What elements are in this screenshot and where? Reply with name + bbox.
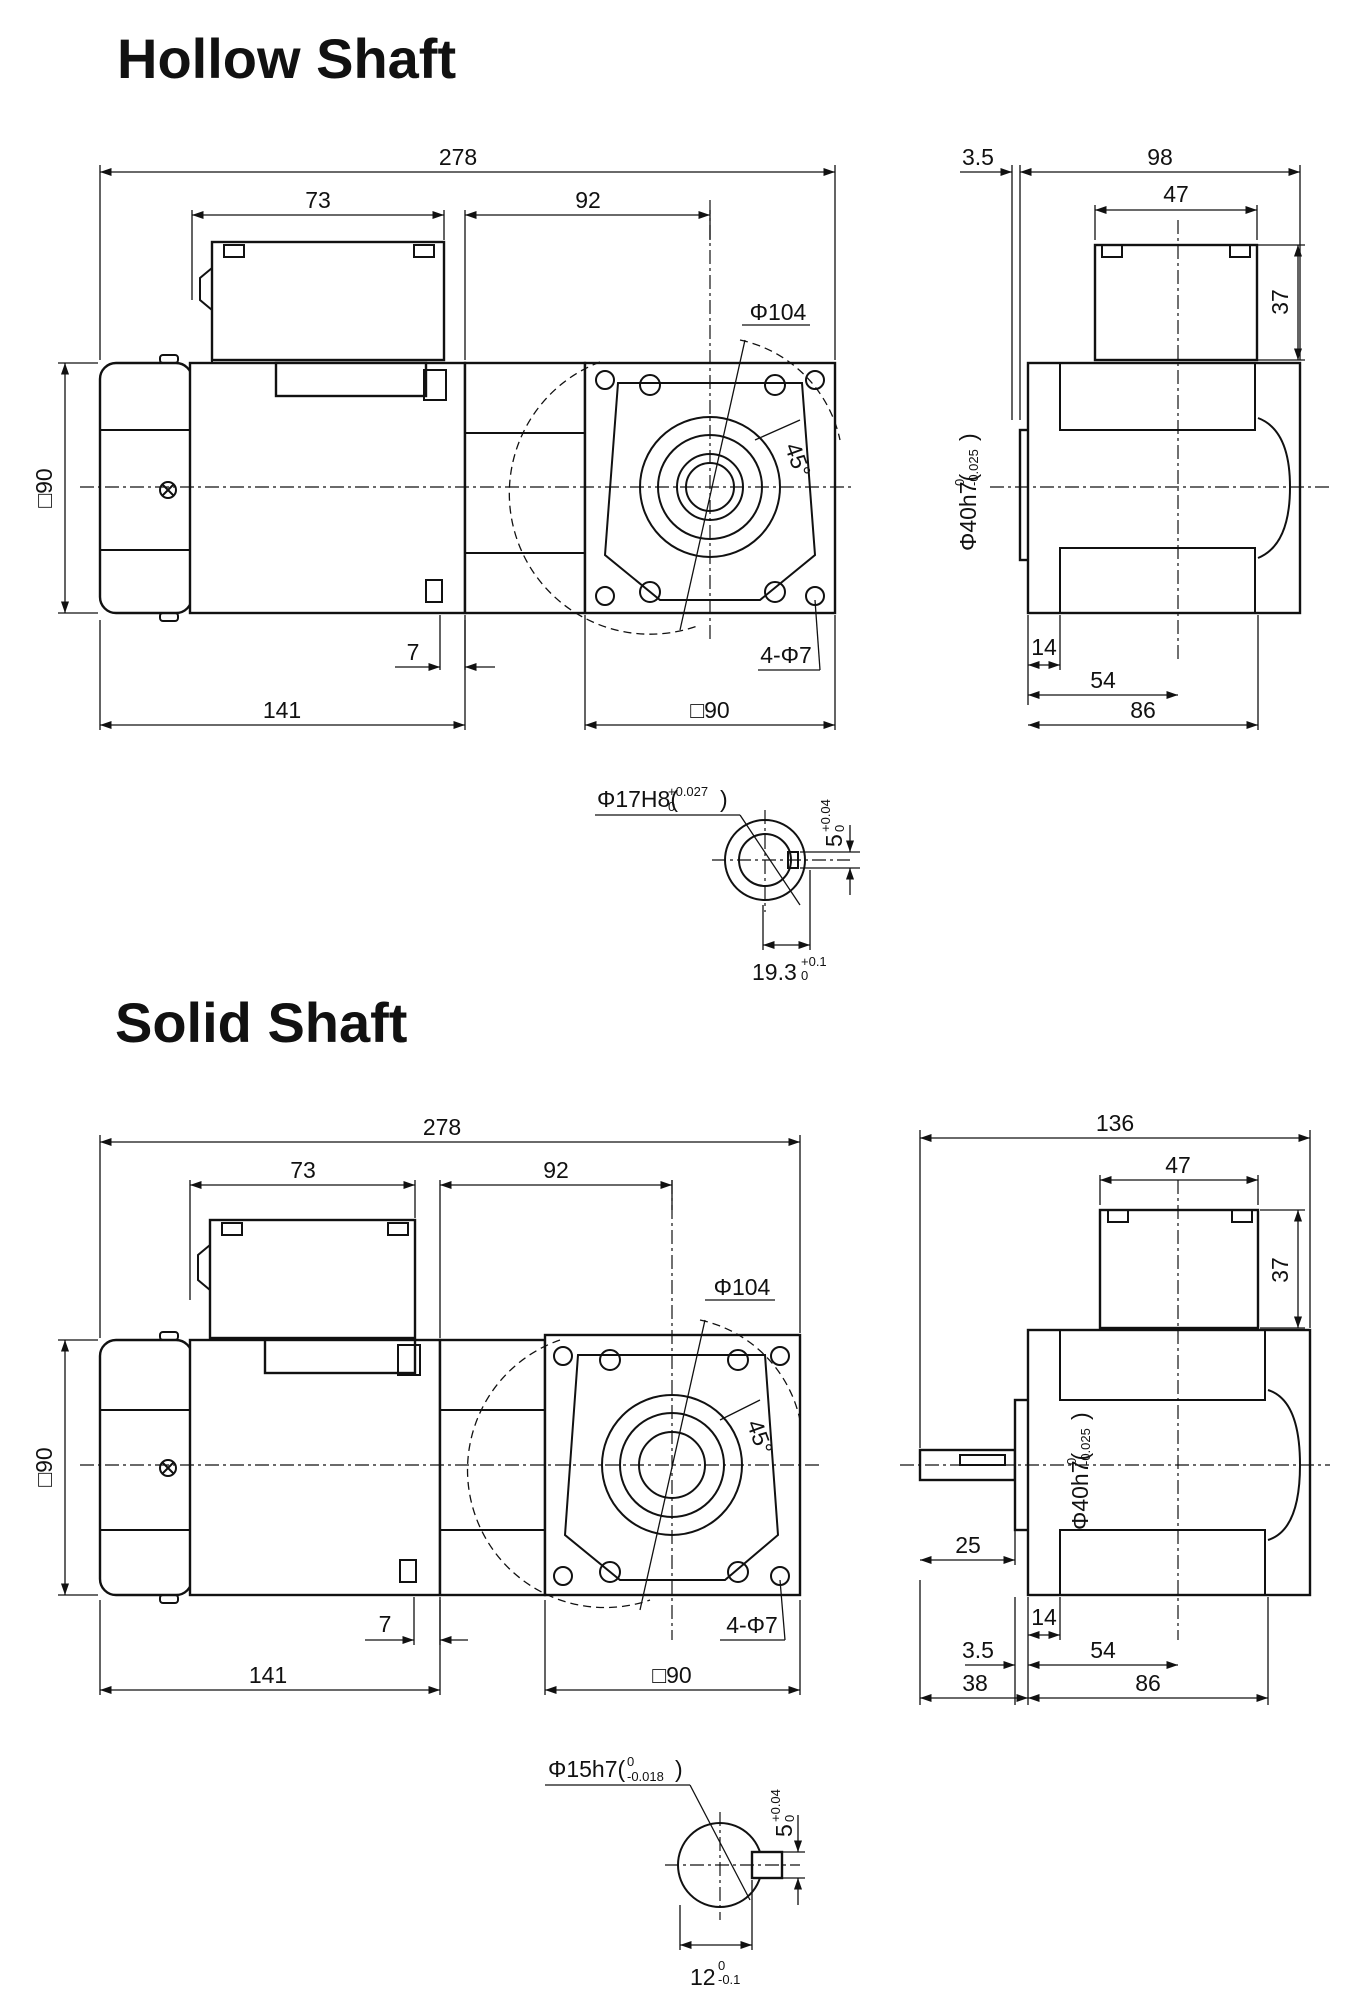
dim-solid-shaft-length: 25 (955, 1532, 981, 1558)
dim-solid-side-width: 136 (1096, 1110, 1134, 1136)
dim-solid-holes: 4-Φ7 (726, 1612, 778, 1638)
dim-solid-shaft: Φ15h7( (548, 1756, 626, 1782)
dim-solid-key-depth: 12 (690, 1964, 716, 1990)
hollow-side-view (990, 220, 1330, 660)
dim-key-tol-lower: 0 (832, 825, 847, 832)
hollow-bore-detail: Φ17H8( +0.027 0 ) 5 +0.04 0 19.3 +0.1 0 (595, 784, 860, 985)
dim-solid-gear-length: 92 (543, 1157, 569, 1183)
dim-flange-square: □90 (690, 697, 729, 723)
dim-pilot-tol-upper: 0 (952, 479, 967, 486)
side-body (1026, 361, 1302, 615)
dim-solid-pilot-tol-lower: -0.025 (1078, 1428, 1093, 1465)
dim-pilot-depth: 14 (1031, 634, 1057, 660)
dim-box-width: 47 (1163, 181, 1189, 207)
dim-square-left: □90 (31, 468, 57, 507)
dim-solid-key-depth-tol-upper: 0 (718, 1958, 725, 1973)
gearbox-neck (463, 361, 587, 615)
dim-gear-length: 92 (575, 187, 601, 213)
dim-pilot-tol-lower: -0.025 (966, 449, 981, 486)
dim-solid-key-depth-tol-lower: -0.1 (718, 1972, 740, 1987)
dim-solid-box-height: 37 (1267, 1257, 1293, 1283)
dim-key-tol-upper: +0.04 (818, 799, 833, 832)
dim-side-width: 98 (1147, 144, 1173, 170)
dim-solid-offset: 3.5 (962, 1637, 994, 1663)
dim-holes: 4-Φ7 (760, 642, 812, 668)
dim-solid-pilot-tol-upper: 0 (1064, 1458, 1079, 1465)
dim-body-depth: 86 (1130, 697, 1156, 723)
hollow-front-view (80, 200, 855, 640)
solid-side-dims: 136 47 37 Φ40h7( 0 -0.025 ) 25 14 3.5 54 (919, 1110, 1311, 1705)
dim-solid-key-tol-lower: 0 (782, 1815, 797, 1822)
solid-side-view (900, 1180, 1330, 1640)
dim-solid-motor-length: 141 (249, 1662, 287, 1688)
dim-pilot-close: ) (955, 433, 981, 441)
motor-body (188, 361, 467, 615)
dim-solid-pilot-depth: 14 (1031, 1604, 1057, 1630)
solid-shaft-detail: Φ15h7( 0 -0.018 ) 5 +0.04 0 12 0 -0.1 (545, 1754, 805, 1990)
dim-solid-flange-square: □90 (652, 1662, 691, 1688)
dim-solid-pcd: Φ104 (714, 1274, 771, 1300)
dim-solid-pilot: Φ40h7( (1067, 1452, 1093, 1530)
dim-side-offset: 3.5 (962, 144, 994, 170)
terminal-box (210, 240, 446, 362)
dim-terminal-box: 73 (305, 187, 331, 213)
dim-key-depth-tol-upper: +0.1 (801, 954, 827, 969)
dim-pilot: Φ40h7( (955, 473, 981, 551)
dim-bore-tol-upper: +0.027 (668, 784, 708, 799)
dim-solid-overall-length: 278 (423, 1114, 461, 1140)
dim-flange-gap: 7 (407, 639, 420, 665)
dim-pcd: Φ104 (750, 299, 807, 325)
dim-solid-shaft-tol-lower: -0.018 (627, 1769, 664, 1784)
dim-center-dist: 54 (1090, 667, 1116, 693)
dim-solid-pilot-close: ) (1067, 1412, 1093, 1420)
dim-bore: Φ17H8( (597, 786, 678, 812)
dim-solid-box-width: 47 (1165, 1152, 1191, 1178)
dim-bore-close: ) (720, 786, 728, 812)
dim-solid-body-depth: 86 (1135, 1670, 1161, 1696)
solid-front-dims: 278 73 92 Φ104 45° □90 7 4-Φ7 141 □90 (31, 1114, 801, 1695)
dim-solid-shaft-close: ) (675, 1756, 683, 1782)
dim-key-depth: 19.3 (752, 959, 797, 985)
dim-motor-length: 141 (263, 697, 301, 723)
dim-solid-center-dist: 54 (1090, 1637, 1116, 1663)
dim-overall-length: 278 (439, 144, 477, 170)
hollow-front-dims: 278 73 92 Φ104 45° □90 7 4-Φ7 141 □90 (31, 144, 836, 730)
dim-bore-tol-lower: 0 (668, 799, 675, 814)
dim-solid-shaft-total: 38 (962, 1670, 988, 1696)
dim-key-depth-tol-lower: 0 (801, 968, 808, 983)
motor-fan-cover (98, 361, 194, 615)
dim-solid-shaft-tol-upper: 0 (627, 1754, 634, 1769)
dim-solid-square-left: □90 (31, 1447, 57, 1486)
dim-solid-key-width: 5 (771, 1824, 797, 1837)
solid-front-view (80, 1180, 820, 1640)
dim-key-width: 5 (821, 834, 847, 847)
hollow-shaft-title: Hollow Shaft (117, 27, 457, 90)
solid-shaft-title: Solid Shaft (115, 991, 408, 1054)
dim-solid-flange-gap: 7 (379, 1611, 392, 1637)
dim-solid-terminal-box: 73 (290, 1157, 316, 1183)
hollow-side-dims: 3.5 98 47 37 Φ40h7( 0 -0.025 ) 14 54 86 (952, 144, 1305, 730)
dim-box-height: 37 (1267, 289, 1293, 315)
dim-solid-key-tol-upper: +0.04 (768, 1789, 783, 1822)
